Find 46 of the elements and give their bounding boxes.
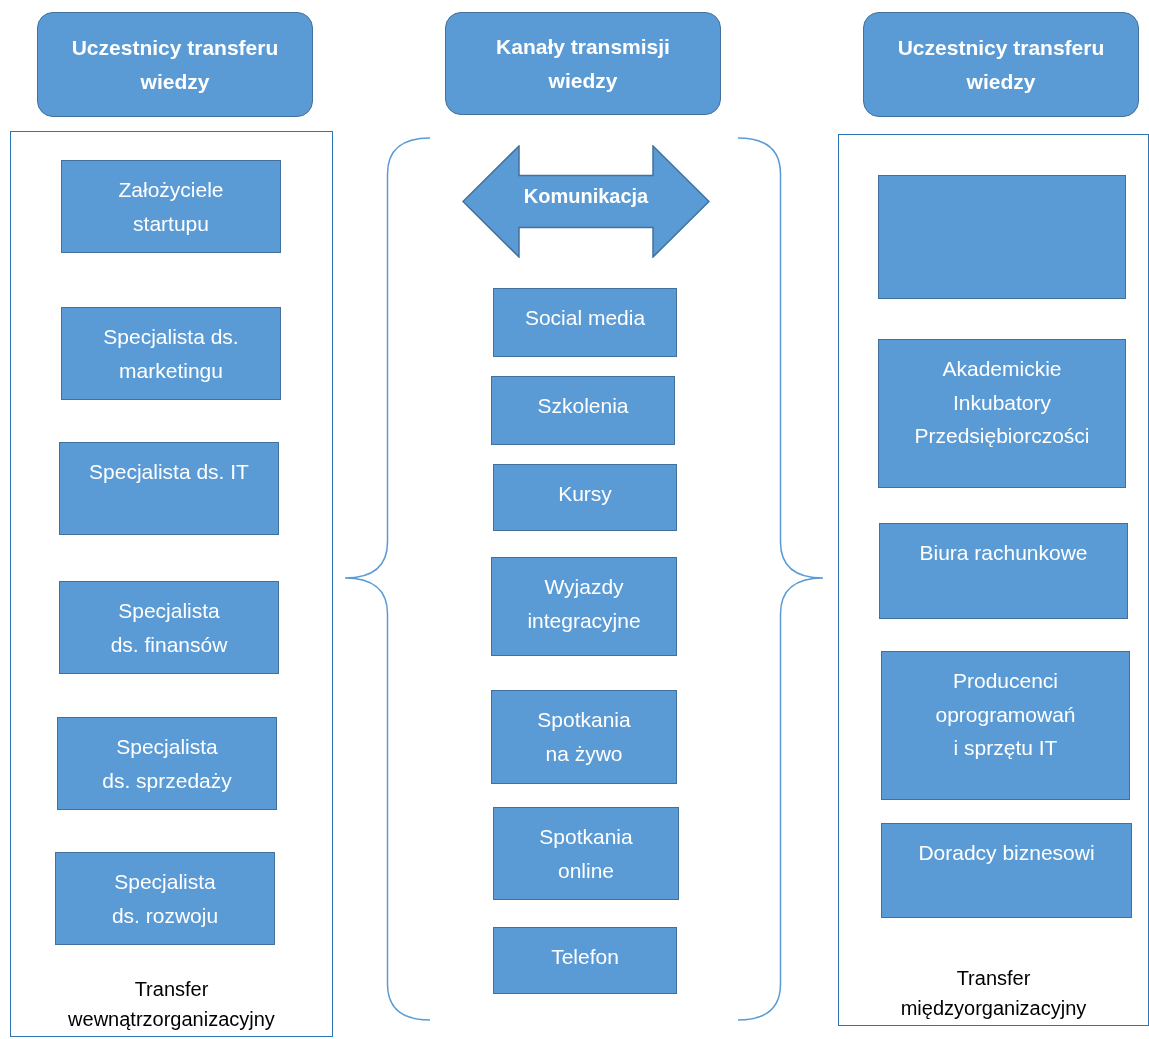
process-box [878, 339, 1126, 488]
process-box [881, 651, 1130, 800]
box-label: Wyjazdy integracyjne [527, 575, 641, 632]
process-box [55, 852, 275, 945]
arrow-label: Komunikacja [522, 185, 650, 208]
process-box [59, 442, 279, 535]
process-box [493, 807, 679, 900]
box-label: Telefon [551, 945, 619, 968]
header-box [445, 12, 721, 115]
process-box [491, 690, 677, 784]
box-label: Spotkania na żywo [537, 708, 631, 765]
process-box [881, 823, 1132, 918]
header-box [863, 12, 1139, 117]
panel [838, 134, 1149, 1026]
box-label: Producenci oprogramowań i sprzętu IT [935, 669, 1076, 760]
box-label: Specjalista ds. finansów [110, 599, 228, 656]
box-label: Specjalista ds. sprzedaży [102, 735, 232, 792]
box-label: Doradcy biznesowi [918, 841, 1095, 864]
process-box [57, 717, 277, 810]
box-label: Specjalista ds. rozwoju [111, 870, 219, 927]
process-box [493, 464, 677, 531]
header-label: Uczestnicy transferu wiedzy [70, 34, 280, 95]
box-label: Spotkania online [539, 825, 633, 882]
process-box [493, 927, 677, 994]
process-box [491, 557, 677, 656]
box-label: Szkolenia [537, 394, 629, 417]
box-label: Założyciele startupu [118, 178, 224, 235]
box-label: Specjalista ds. marketingu [103, 325, 239, 382]
header-label: Uczestnicy transferu wiedzy [896, 34, 1106, 95]
box-label: Biura rachunkowe [919, 541, 1088, 564]
header-box [37, 12, 313, 117]
panel [10, 131, 333, 1037]
panel-caption: Transfer międzyorganizacyjny [899, 966, 1088, 1021]
process-box [879, 523, 1128, 619]
process-box [878, 175, 1126, 299]
box-label: Specjalista ds. IT [89, 460, 249, 483]
panel-caption: Transfer wewnątrzorganizacyjny [67, 977, 276, 1032]
process-box [493, 288, 677, 357]
box-label: Kursy [558, 482, 612, 505]
box-label: Social media [524, 306, 646, 329]
process-box [59, 581, 279, 674]
process-box [61, 307, 281, 400]
header-label: Kanały transmisji wiedzy [495, 33, 671, 94]
process-box [61, 160, 281, 253]
process-box [491, 376, 675, 445]
box-label: Akademickie Inkubatory Przedsiębiorczości [914, 357, 1090, 448]
